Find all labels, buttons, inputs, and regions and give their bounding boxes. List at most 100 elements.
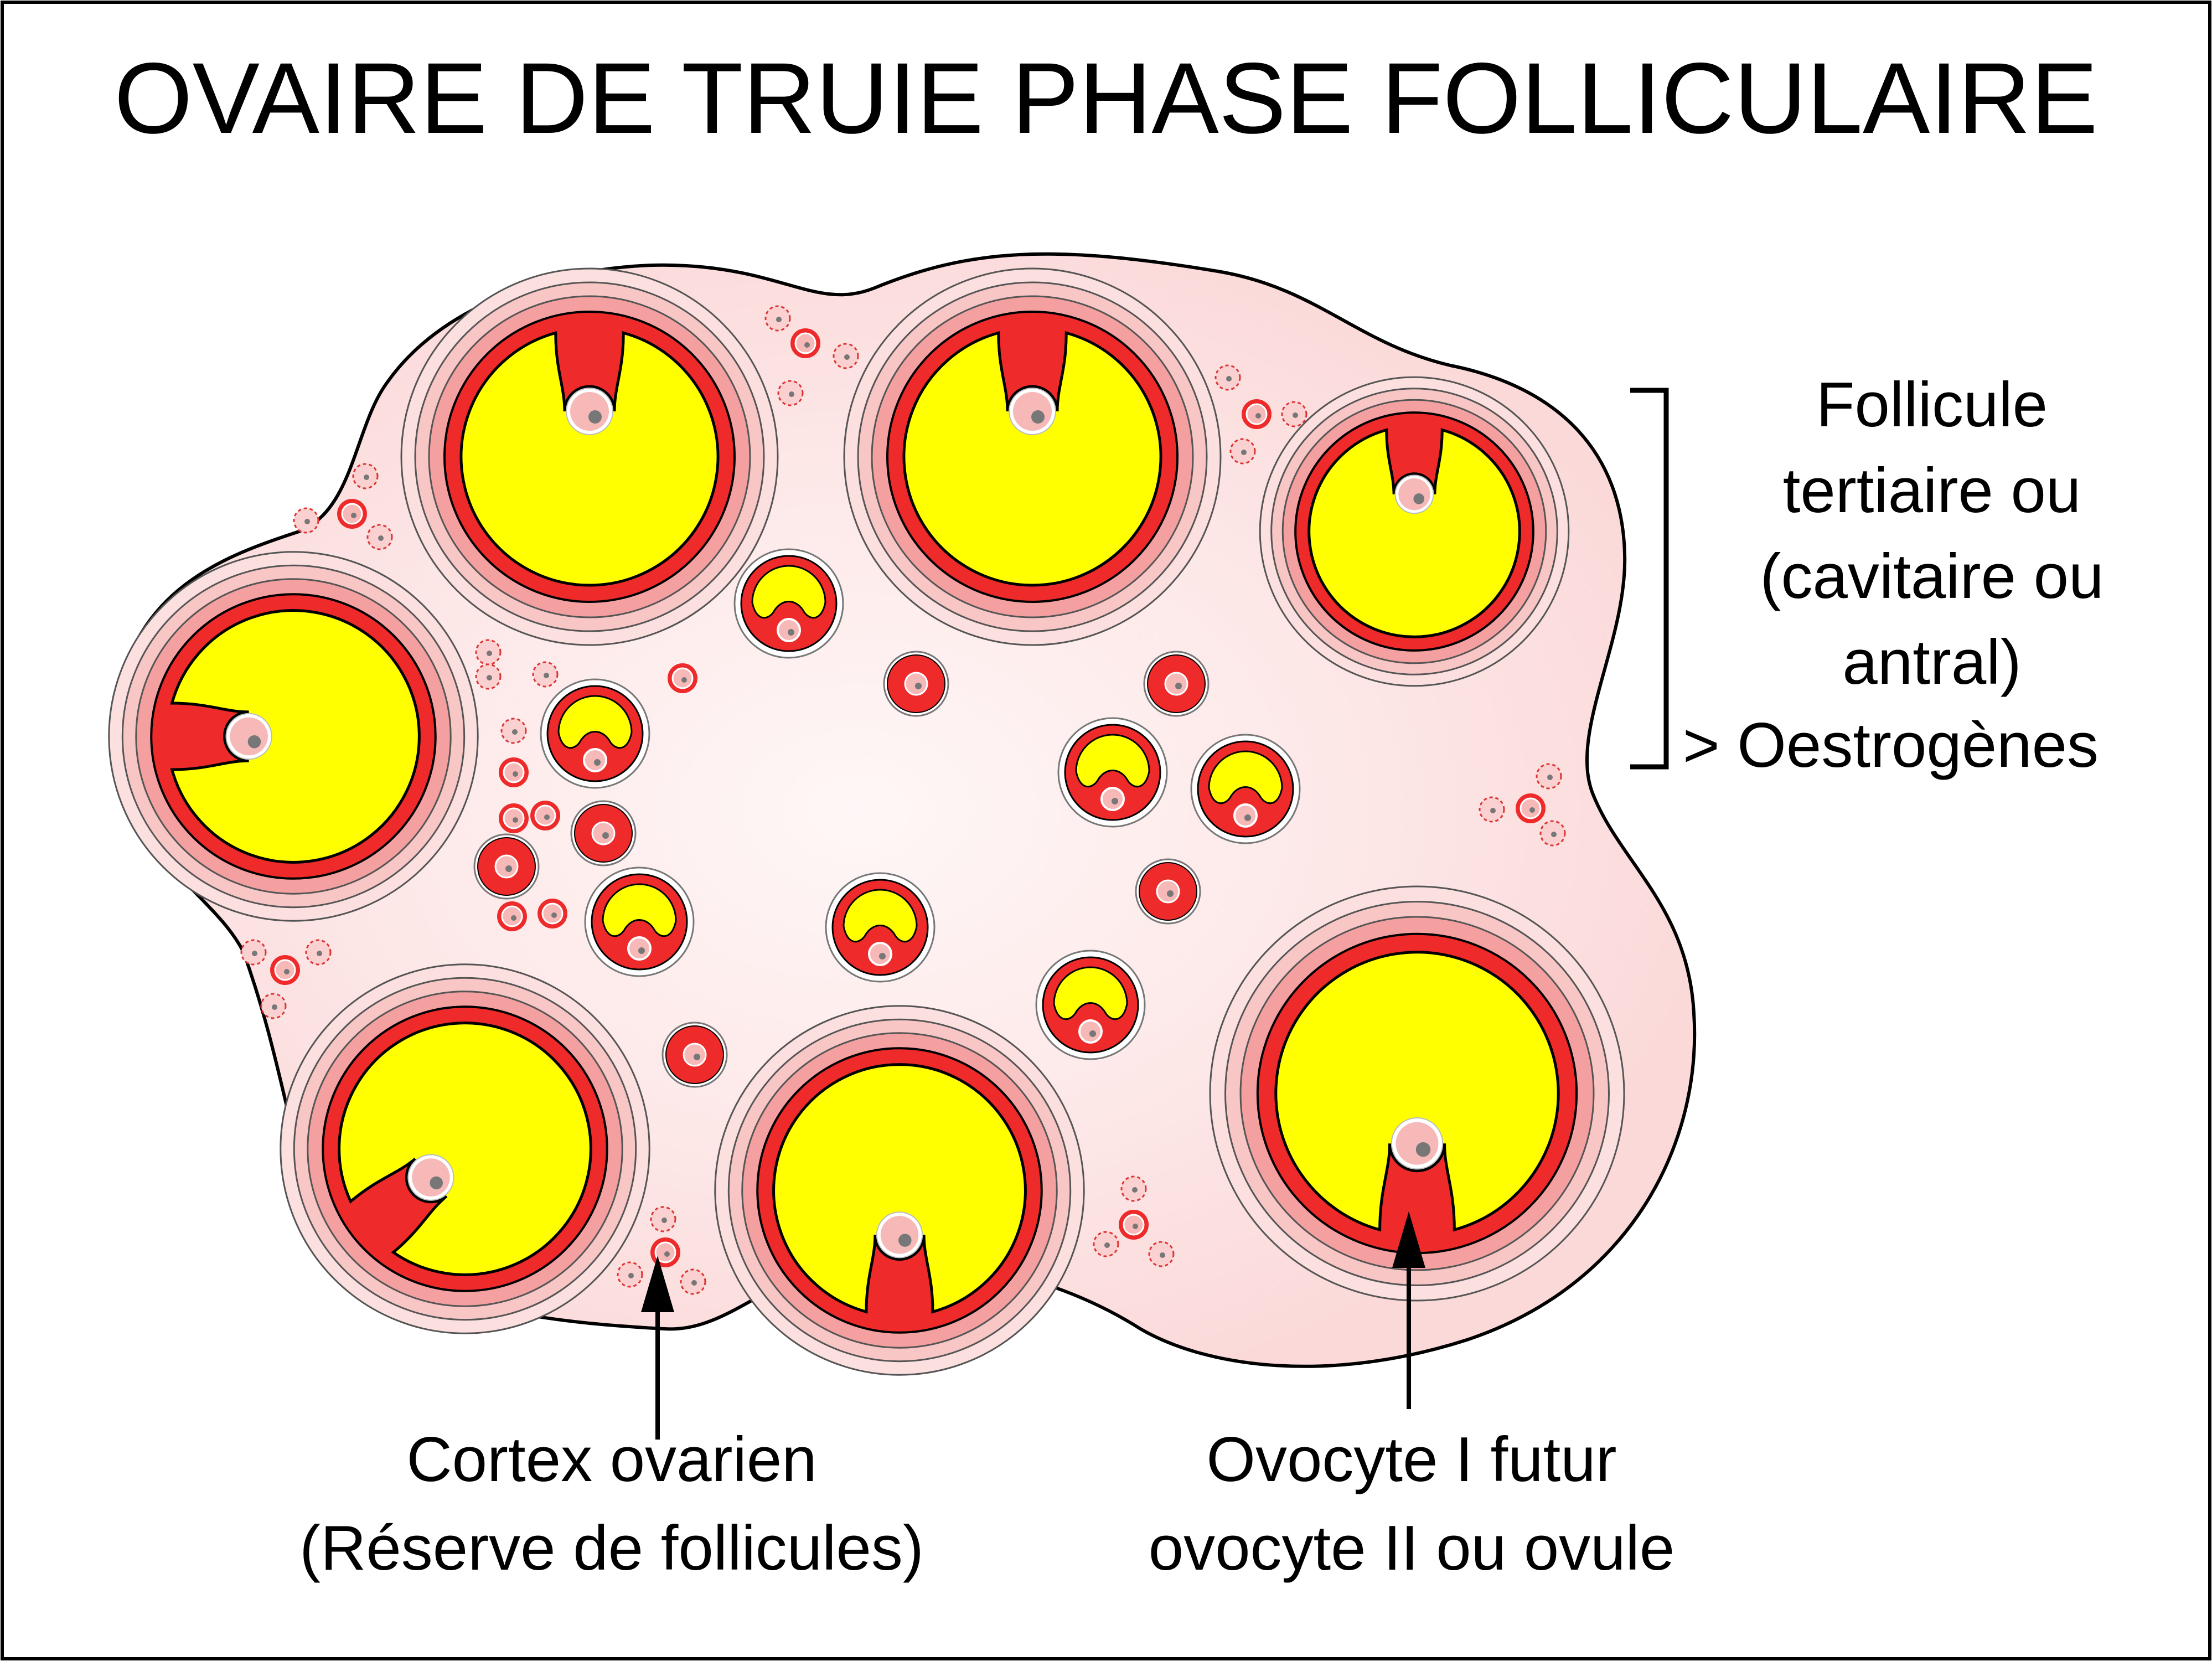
- early-antral-follicle-4: [1190, 734, 1301, 844]
- oocyte-nucleus: [513, 817, 518, 823]
- oocyte-nucleus: [284, 969, 290, 974]
- antrum: [602, 883, 677, 937]
- primordial-follicle-9: [1229, 438, 1256, 465]
- oocyte-nucleus: [544, 814, 550, 820]
- oocyte-nucleus: [1089, 1030, 1096, 1037]
- primordial-follicle-17: [617, 1261, 643, 1288]
- early-antral-follicle-5: [584, 866, 695, 977]
- oocyte-nucleus: [1255, 413, 1261, 419]
- primordial-follicle-16: [650, 1206, 676, 1232]
- secondary-follicle-2: [1143, 651, 1210, 717]
- primordial-follicle-13: [240, 939, 267, 966]
- primordial-follicle-21: [1148, 1241, 1175, 1267]
- oocyte-nucleus: [1244, 814, 1251, 821]
- primordial-follicle-10: [1536, 763, 1562, 790]
- antrum: [557, 695, 633, 749]
- primordial-follicle-1: [764, 305, 791, 332]
- antrum: [1053, 966, 1128, 1020]
- oocyte-nucleus: [804, 342, 810, 348]
- oocyte-label-line-1: Ovocyte I futur: [1206, 1425, 1616, 1495]
- oocyte-nucleus: [247, 735, 261, 749]
- tertiary-follicle-label-line-3: (cavitaire ou: [1760, 541, 2104, 612]
- primary-follicle-4: [530, 801, 560, 830]
- tertiary-follicle-d: [108, 551, 479, 922]
- antrum: [1075, 734, 1150, 788]
- tertiary-follicle-label-line-5: > Oestrogènes: [1683, 710, 2099, 781]
- follicle-bracket: [1630, 388, 1669, 770]
- antrum: [772, 1063, 1027, 1314]
- oocyte: [230, 717, 268, 756]
- primordial-follicle-2: [833, 343, 859, 369]
- antrum: [1307, 428, 1521, 638]
- oocyte-nucleus: [661, 1218, 667, 1223]
- tertiary-follicle-e: [280, 963, 650, 1334]
- primordial-follicle-4: [352, 463, 379, 489]
- oocyte-nucleus: [594, 759, 601, 766]
- oocyte-nucleus: [1241, 450, 1247, 455]
- tertiary-follicle-label: Follicule tertiaire ou (cavitaire ou ant…: [1683, 370, 2104, 781]
- oocyte-nucleus: [691, 1280, 697, 1286]
- oocyte-nucleus: [1031, 410, 1045, 424]
- tertiary-follicle-b: [843, 267, 1222, 646]
- tertiary-follicle-label-line-1: Follicule: [1816, 370, 2048, 440]
- oocyte-nucleus: [1112, 798, 1118, 804]
- oocyte-nucleus: [1413, 493, 1425, 504]
- antrum: [170, 609, 421, 864]
- oocyte-nucleus: [588, 410, 602, 424]
- primordial-follicle-3: [777, 380, 804, 406]
- early-antral-follicle-1: [733, 548, 844, 659]
- oocyte-nucleus: [879, 953, 886, 960]
- oocyte: [1013, 392, 1052, 431]
- primordial-follicle-25: [500, 718, 527, 744]
- oocyte-label-line-2: ovocyte II ou ovule: [1149, 1513, 1675, 1583]
- antrum: [1274, 951, 1560, 1232]
- oocyte-nucleus: [844, 354, 850, 360]
- oocyte-nucleus: [505, 865, 512, 872]
- oocyte-nucleus: [915, 683, 922, 689]
- primordial-follicle-6: [366, 524, 393, 550]
- primary-follicle-6: [538, 899, 567, 928]
- oocyte-nucleus: [694, 1054, 700, 1060]
- oocyte-nucleus: [788, 629, 794, 636]
- oocyte-nucleus: [628, 1273, 634, 1278]
- oocyte-nucleus: [487, 675, 492, 680]
- primordial-follicle-14: [305, 939, 332, 966]
- oocyte-nucleus: [544, 673, 549, 678]
- tertiary-follicle-g: [1209, 885, 1625, 1302]
- oocyte-nucleus: [1551, 832, 1557, 837]
- primary-follicle-11: [270, 955, 300, 985]
- primary-follicle-10: [1516, 793, 1546, 823]
- oocyte-nucleus: [1415, 1142, 1431, 1157]
- cortex-arrow: [641, 1256, 674, 1440]
- primary-follicle-2: [499, 757, 529, 787]
- tertiary-follicle-label-line-2: tertiaire ou: [1783, 456, 2081, 526]
- oocyte-nucleus: [511, 915, 516, 921]
- primordial-follicle-20: [1093, 1231, 1119, 1257]
- primordial-follicle-7: [1214, 364, 1241, 391]
- primary-follicle-8: [337, 499, 367, 529]
- primordial-follicle-22: [475, 639, 502, 666]
- oocyte-nucleus: [681, 677, 687, 683]
- primary-follicle-1: [668, 663, 697, 693]
- oocyte-nucleus: [776, 317, 782, 322]
- oocyte: [1398, 478, 1430, 510]
- antrum: [843, 889, 918, 943]
- oocyte-nucleus: [512, 729, 518, 735]
- primordial-follicle-23: [532, 661, 559, 688]
- early-antral-follicle-6: [825, 872, 936, 983]
- primary-follicle-9: [1242, 399, 1272, 429]
- oocyte-nucleus: [317, 951, 322, 956]
- oocyte-nucleus: [378, 535, 384, 541]
- oocyte-nucleus: [602, 832, 609, 839]
- early-antral-follicle-7: [1035, 950, 1146, 1060]
- oocyte-nucleus: [513, 771, 518, 777]
- oocyte-nucleus: [272, 1004, 277, 1010]
- primordial-follicle-11: [1479, 796, 1505, 823]
- primary-follicle-7: [790, 328, 820, 358]
- primary-follicle-13: [1119, 1210, 1149, 1240]
- primordial-follicle-5: [293, 507, 319, 534]
- cortex-label: Cortex ovarien (Réserve de follicules): [299, 1425, 924, 1583]
- secondary-follicle-1: [883, 651, 949, 717]
- oocyte-nucleus: [1547, 775, 1553, 780]
